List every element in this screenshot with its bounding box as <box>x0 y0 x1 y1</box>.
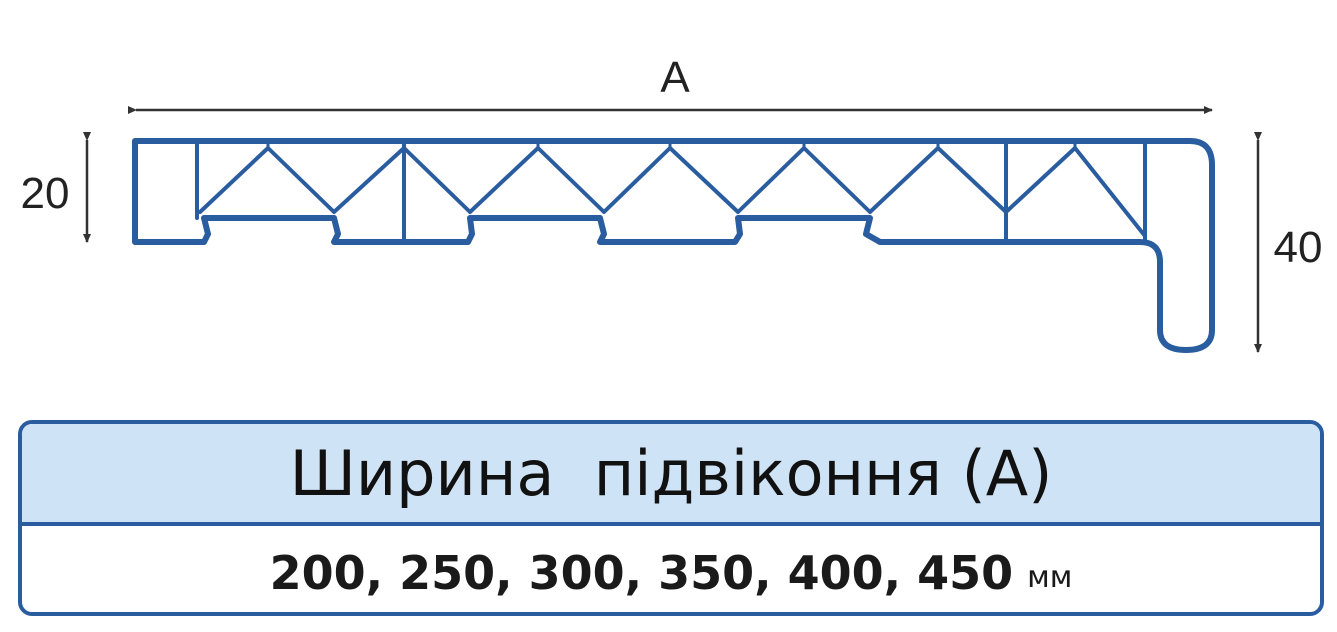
table-header: Ширина підвіконня (А) <box>22 424 1320 526</box>
width-dimension-label: A <box>660 53 690 102</box>
width-unit: мм <box>1027 559 1073 595</box>
thickness-dimension-label: 20 <box>21 169 70 218</box>
sill-width-table: Ширина підвіконня (А) 200, 250, 300, 350… <box>18 420 1324 616</box>
width-values: 200, 250, 300, 350, 400, 450 <box>269 546 1014 600</box>
height-dimension-label: 40 <box>1274 223 1323 272</box>
profile-outline <box>132 138 1215 353</box>
sill-profile-shape <box>132 138 1215 353</box>
sill-profile-diagram: A 20 40 <box>21 53 1323 353</box>
table-values-row: 200, 250, 300, 350, 400, 450 мм <box>22 526 1320 612</box>
